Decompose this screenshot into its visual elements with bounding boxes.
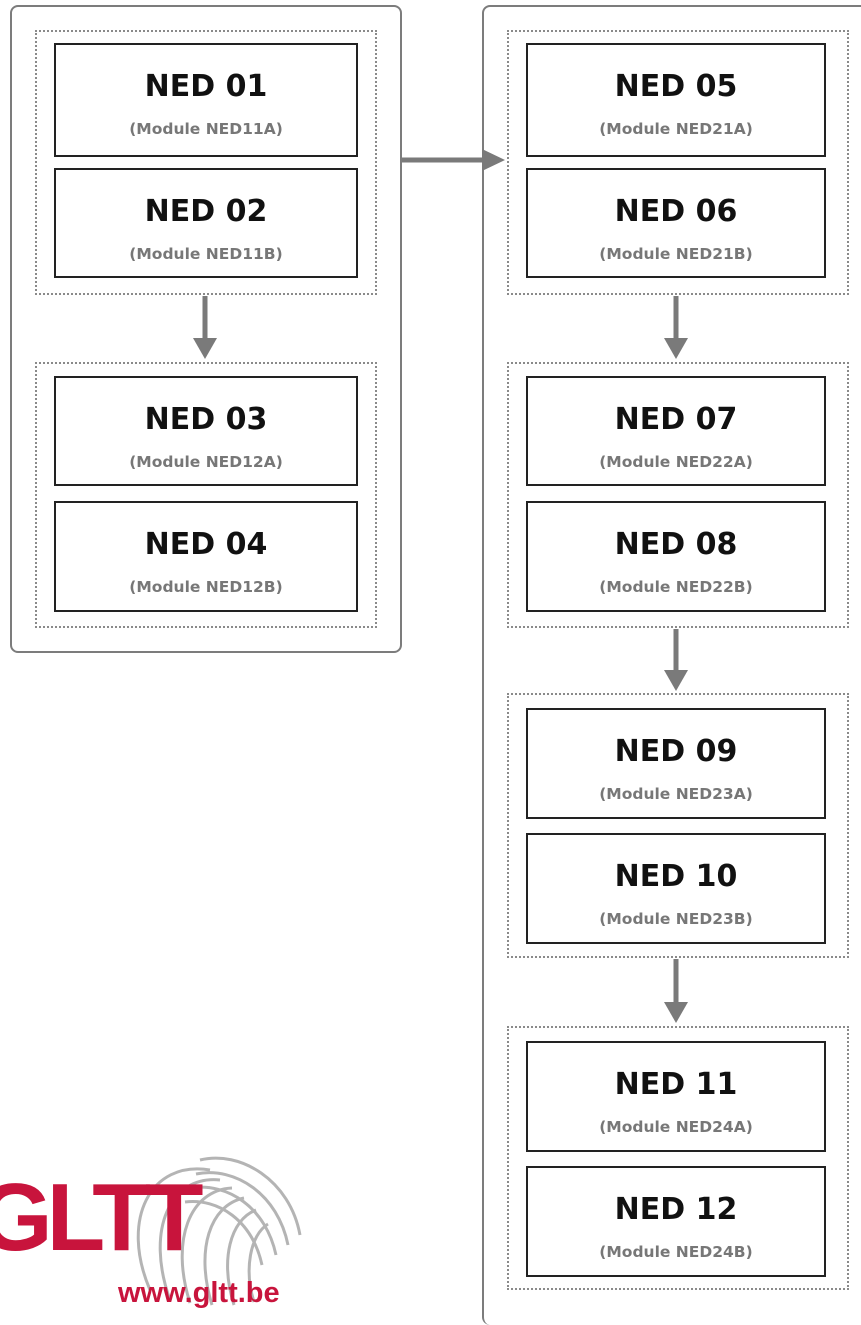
module-code: NED 01 [144,69,268,104]
module-name: (Module NED11A) [129,120,283,138]
module-name: (Module NED12B) [129,578,283,596]
module-group-ned24 [507,1026,849,1290]
arrow-ned23-to-ned24 [664,959,688,1023]
module-code: NED 11 [614,1067,738,1102]
module-box-ned11: NED 11 (Module NED24A) [526,1041,826,1152]
module-box-ned12: NED 12 (Module NED24B) [526,1166,826,1277]
module-code: NED 12 [614,1192,738,1227]
module-box-ned05: NED 05 (Module NED21A) [526,43,826,157]
logo-wordmark: GLTT [0,1164,203,1271]
arrow-left-to-right [402,149,505,171]
module-group-ned21 [507,30,849,295]
module-code: NED 07 [614,402,738,437]
module-name: (Module NED22A) [599,453,753,471]
module-box-ned03: NED 03 (Module NED12A) [54,376,358,486]
module-code: NED 06 [614,194,738,229]
module-name: (Module NED23A) [599,785,753,803]
module-name: (Module NED24A) [599,1118,753,1136]
module-box-ned04: NED 04 (Module NED12B) [54,501,358,612]
logo-url: www.gltt.be [117,1277,280,1309]
module-code: NED 04 [144,527,268,562]
module-box-ned02: NED 02 (Module NED11B) [54,168,358,278]
gltt-logo: GLTT www.gltt.be [0,1140,310,1313]
module-name: (Module NED23B) [599,910,753,928]
module-box-ned07: NED 07 (Module NED22A) [526,376,826,486]
module-group-ned11 [35,30,377,295]
module-name: (Module NED12A) [129,453,283,471]
arrow-ned21-to-ned22 [664,296,688,359]
module-group-ned23 [507,693,849,958]
module-name: (Module NED21A) [599,120,753,138]
module-box-ned09: NED 09 (Module NED23A) [526,708,826,819]
module-name: (Module NED21B) [599,245,753,263]
arrow-ned22-to-ned23 [664,629,688,691]
module-name: (Module NED11B) [129,245,283,263]
module-box-ned01: NED 01 (Module NED11A) [54,43,358,157]
module-name: (Module NED22B) [599,578,753,596]
module-group-ned22 [507,362,849,628]
arrow-ned11-to-ned12 [193,296,217,359]
module-box-ned10: NED 10 (Module NED23B) [526,833,826,944]
module-code: NED 05 [614,69,738,104]
module-code: NED 02 [144,194,268,229]
module-group-ned12 [35,362,377,628]
module-box-ned06: NED 06 (Module NED21B) [526,168,826,278]
module-code: NED 09 [614,734,738,769]
module-code: NED 08 [614,527,738,562]
module-code: NED 03 [144,402,268,437]
module-box-ned08: NED 08 (Module NED22B) [526,501,826,612]
fingerprint-icon: GLTT www.gltt.be [0,1156,302,1309]
module-name: (Module NED24B) [599,1243,753,1261]
module-code: NED 10 [614,859,738,894]
